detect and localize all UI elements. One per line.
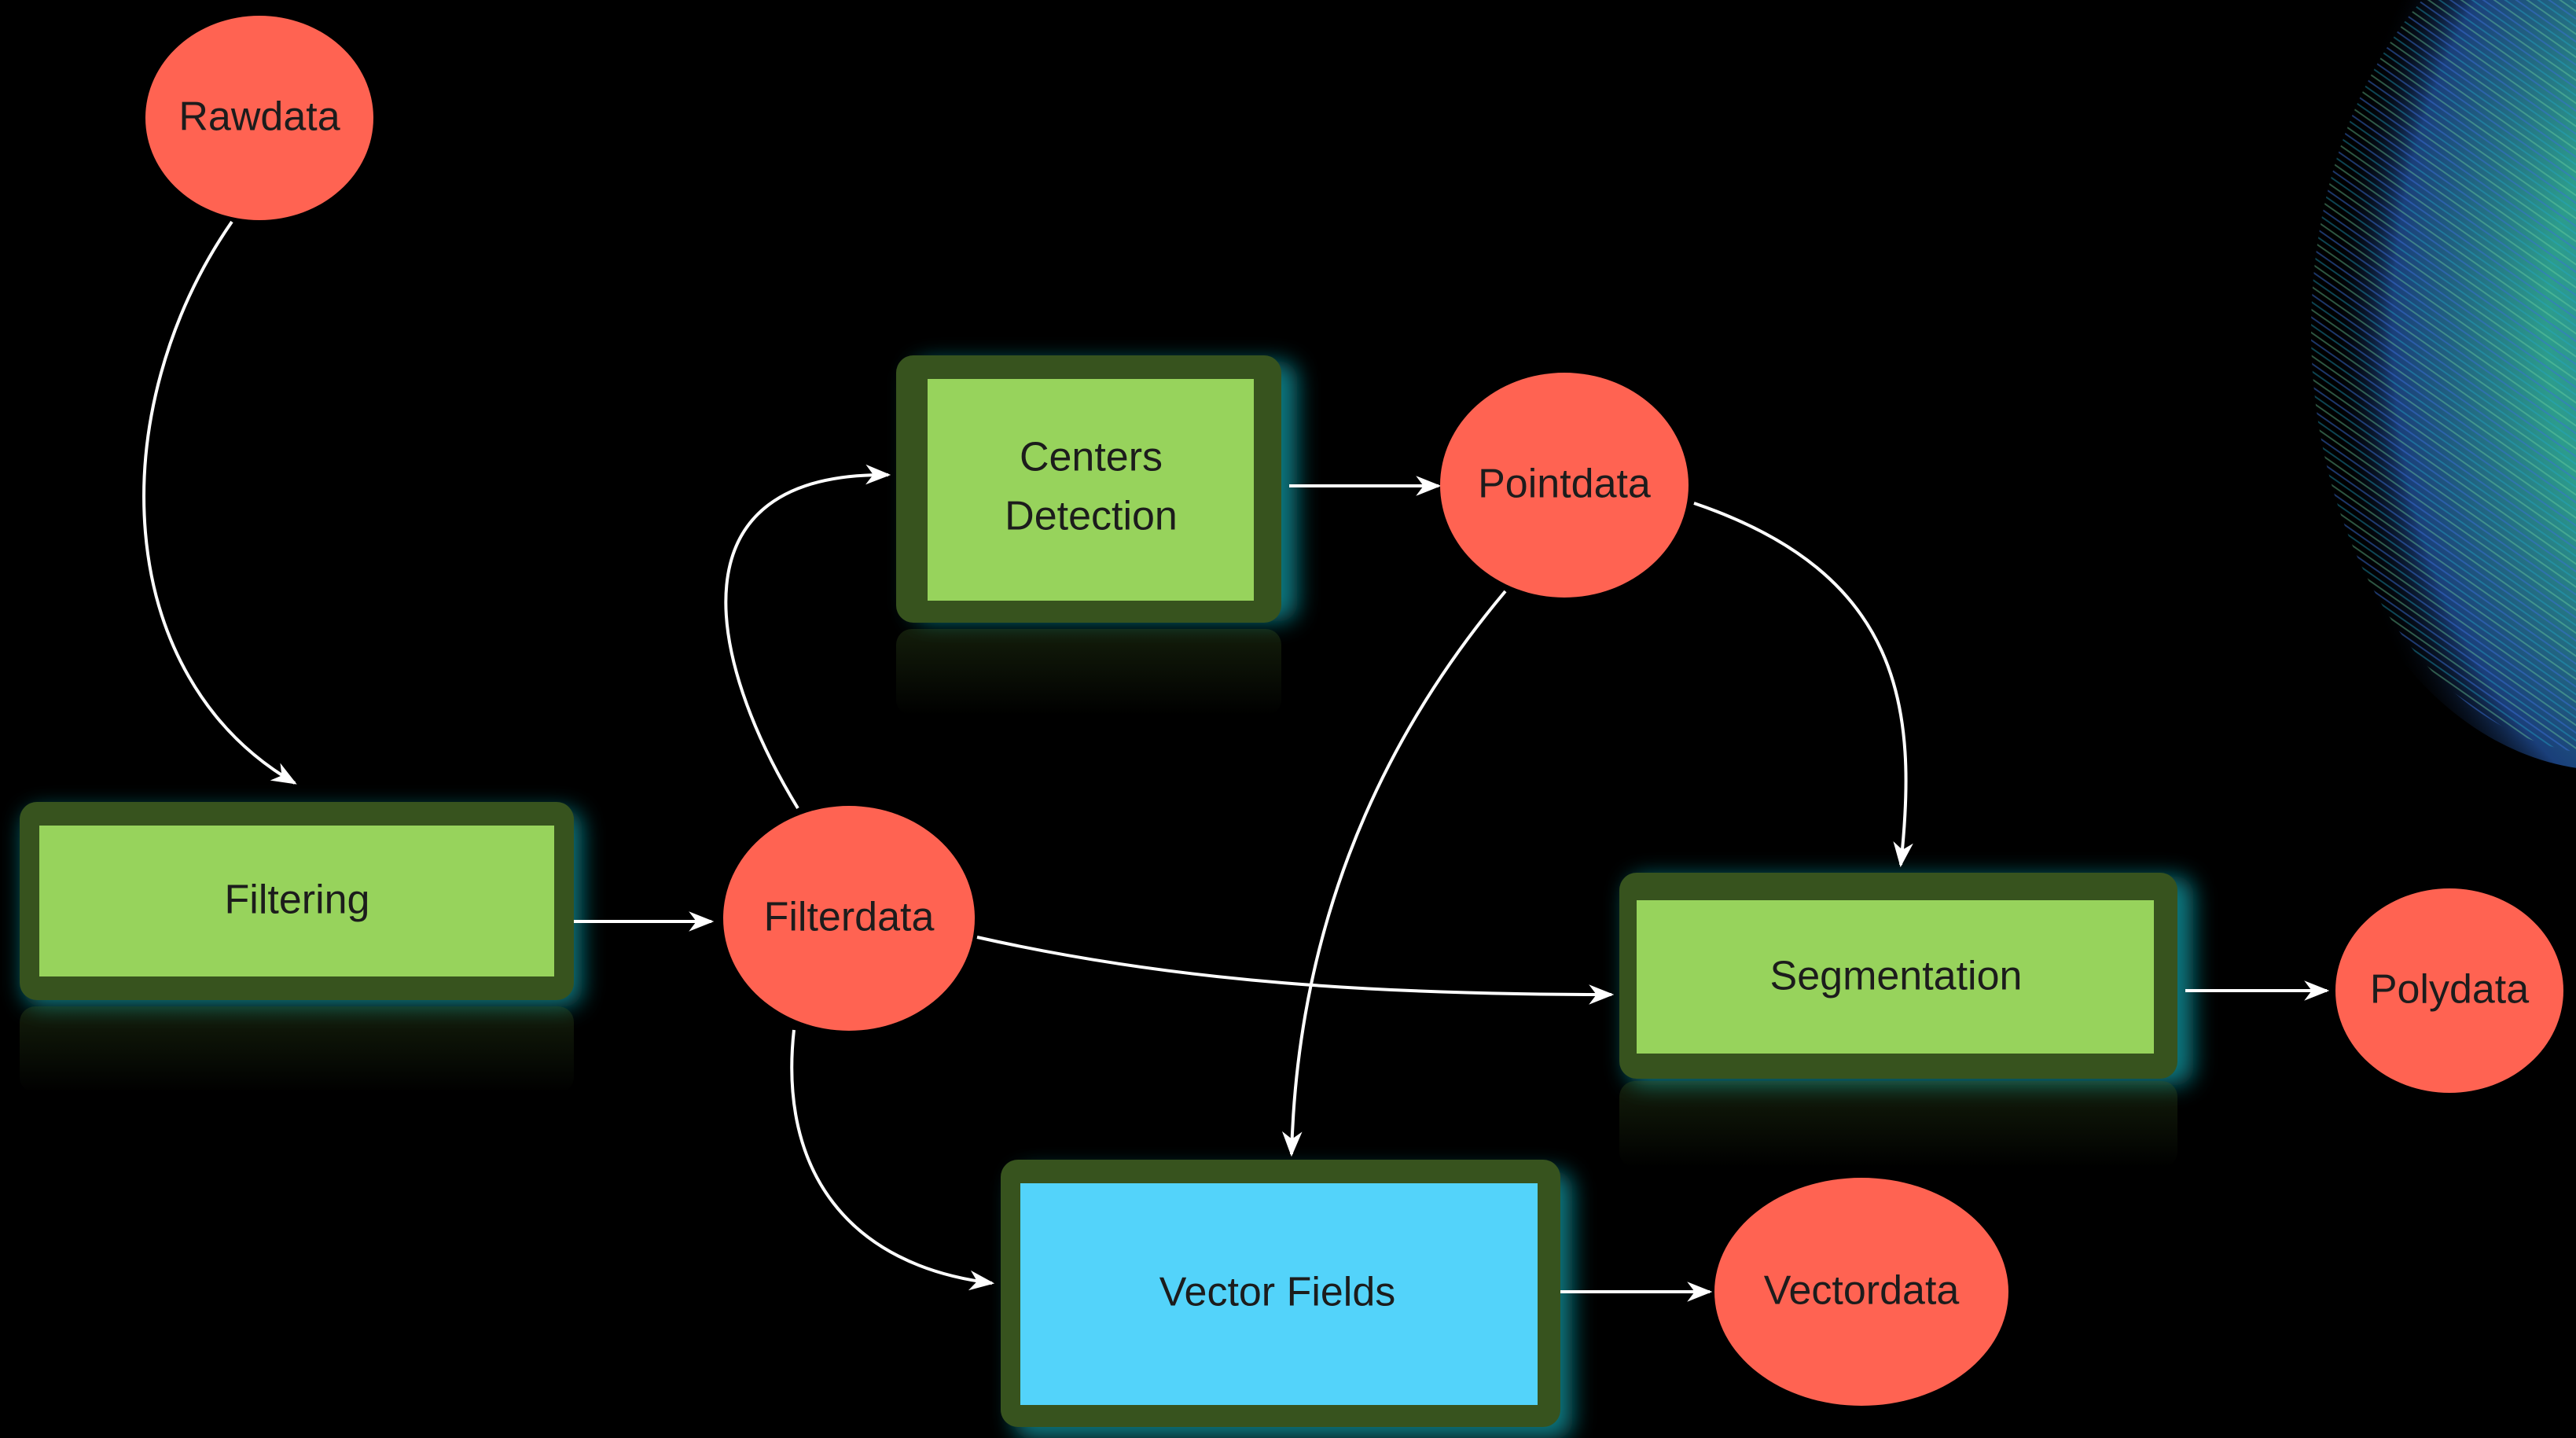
data-node-polydata: Polydata	[2335, 888, 2563, 1093]
segmentation-label: Segmentation	[1770, 954, 2023, 999]
data-node-filterdata: Filterdata	[723, 806, 975, 1031]
box-reflections	[20, 629, 2177, 1168]
process-box-segmentation: Segmentation	[1619, 873, 2177, 1079]
edge-rawdata-filtering	[142, 220, 297, 785]
polydata-label: Polydata	[2370, 967, 2529, 1013]
process-box-centers-detection: Centers Detection	[896, 355, 1281, 623]
rawdata-label: Rawdata	[178, 94, 340, 140]
pointdata-label: Pointdata	[1478, 462, 1651, 507]
edge-filterdata-centers	[724, 464, 891, 810]
edge-filterdata-segmentation	[976, 936, 1615, 1005]
edge-filterdata-vectorfields	[790, 1029, 995, 1291]
edge-pointdata-segmentation	[1693, 502, 1913, 868]
vectordata-label: Vectordata	[1764, 1268, 1960, 1314]
data-node-rawdata: Rawdata	[145, 16, 373, 220]
vector-fields-label: Vector Fields	[1159, 1270, 1396, 1315]
process-box-vector-fields: Vector Fields	[1001, 1160, 1560, 1427]
process-box-filtering: Filtering	[20, 802, 574, 1000]
centers-detection-label-line1: Centers	[1020, 435, 1163, 480]
edge-pointdata-vectorfields	[1281, 590, 1507, 1157]
edges	[142, 220, 2330, 1302]
centers-detection-label-line2: Detection	[1005, 494, 1178, 539]
fiber-sphere-image	[2295, 0, 2576, 768]
filterdata-label: Filterdata	[764, 895, 935, 940]
data-node-vectordata: Vectordata	[1714, 1178, 2008, 1406]
data-node-pointdata: Pointdata	[1440, 373, 1689, 598]
filtering-label: Filtering	[225, 877, 370, 923]
